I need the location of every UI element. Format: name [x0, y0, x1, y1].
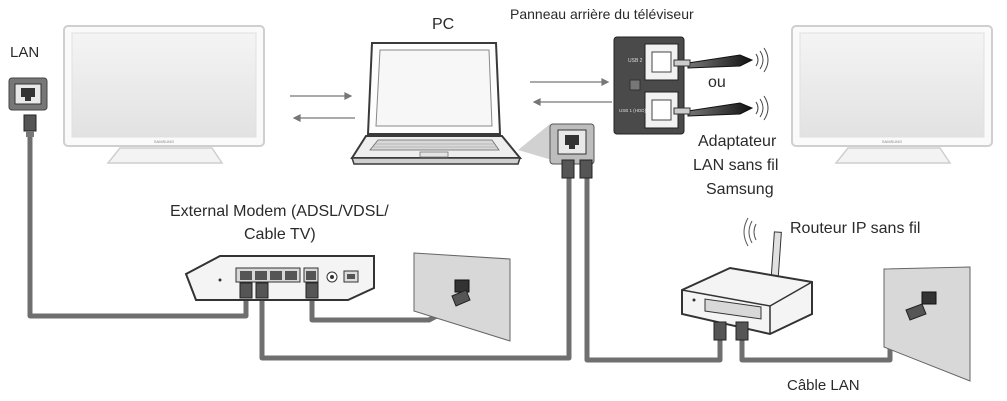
lan-plug	[561, 159, 593, 179]
tv-rear-panel-label: Panneau arrière du téléviseur	[510, 6, 694, 22]
tv-right: SAMSUNG	[791, 25, 993, 164]
pc-label: PC	[432, 16, 455, 33]
adapter-label-line2: LAN sans fil	[693, 157, 779, 174]
or-label: ou	[708, 74, 726, 91]
wireless-adapter-top	[673, 47, 769, 73]
router-label: Routeur IP sans fil	[790, 220, 921, 237]
cable-tv-to-modem	[27, 137, 249, 319]
wireless-adapter-bottom	[673, 95, 769, 121]
svg-text:SAMSUNG: SAMSUNG	[882, 139, 902, 144]
wall-socket-1	[413, 252, 511, 342]
pc-laptop	[350, 42, 523, 165]
tv-rear-panel: USB 2 USB 1 (HDD)	[613, 36, 685, 135]
modem-label-line2: Cable TV)	[244, 226, 316, 243]
lan-cables	[27, 137, 906, 363]
adapter-label-line3: Samsung	[706, 181, 774, 198]
lan-cable-label: Câble LAN	[787, 377, 860, 394]
tv-left: SAMSUNG	[63, 25, 265, 164]
lan-label: LAN	[10, 44, 40, 61]
lan-plug	[713, 321, 749, 341]
cable-pc-to-router	[584, 178, 723, 363]
adapter-label-line1: Adaptateur	[698, 133, 777, 150]
pc-lan-port	[518, 123, 595, 165]
data-arrows-left	[290, 92, 355, 122]
tv-lan-port	[8, 77, 48, 111]
wall-socket-2	[883, 266, 971, 382]
wireless-router	[681, 231, 813, 336]
external-modem	[184, 255, 375, 301]
lan-plug	[23, 114, 37, 137]
data-arrows-right	[530, 78, 612, 106]
modem-label-line1: External Modem (ADSL/VDSL/	[170, 203, 389, 220]
svg-text:SAMSUNG: SAMSUNG	[154, 139, 174, 144]
usb2-port-label: USB 2	[628, 58, 643, 64]
usb1-port-label: USB 1 (HDD)	[619, 108, 647, 113]
lan-plug	[239, 282, 319, 299]
cable-modem-to-pc	[259, 178, 572, 361]
router-wifi-icon	[743, 217, 757, 247]
